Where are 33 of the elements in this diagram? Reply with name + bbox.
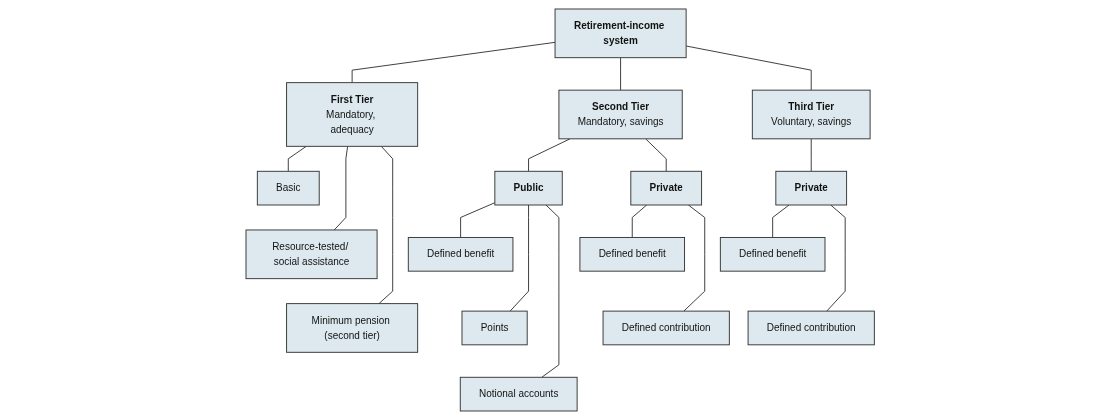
node-box: Private <box>630 170 702 205</box>
node-box: Third Tier Voluntary, savings <box>751 89 871 139</box>
connector <box>378 145 393 304</box>
connector <box>683 204 705 312</box>
connector <box>459 201 496 238</box>
connector <box>541 204 560 378</box>
node-box: Retirement-income system <box>554 8 687 58</box>
connector <box>527 137 571 172</box>
node-box: Points <box>461 310 528 345</box>
node-box: Defined contribution <box>602 310 730 345</box>
connector <box>351 41 556 83</box>
connector <box>509 204 529 312</box>
connector <box>619 56 621 91</box>
connector <box>810 137 812 172</box>
node-box: Notional accounts <box>459 376 578 411</box>
node-box: Minimum pension (second tier) <box>285 302 418 353</box>
node-box: First Tier Mandatory, adequacy <box>285 81 418 147</box>
node-box: Private <box>775 170 847 205</box>
node-box: Defined benefit <box>407 236 514 272</box>
connector <box>772 204 790 238</box>
node-box: Second Tier Mandatory, savings <box>558 89 683 139</box>
node-box: Resource-tested/ social assistance <box>245 229 378 279</box>
node-box: Public <box>494 170 563 205</box>
node-box: Defined contribution <box>747 310 875 345</box>
connector <box>333 145 348 230</box>
connector <box>685 45 812 91</box>
node-box: Defined benefit <box>719 236 826 272</box>
node-box: Basic <box>256 170 320 205</box>
connector <box>826 204 846 312</box>
node-box: Defined benefit <box>579 236 685 272</box>
connector <box>631 204 647 238</box>
connector <box>645 137 667 172</box>
connector <box>287 145 307 172</box>
